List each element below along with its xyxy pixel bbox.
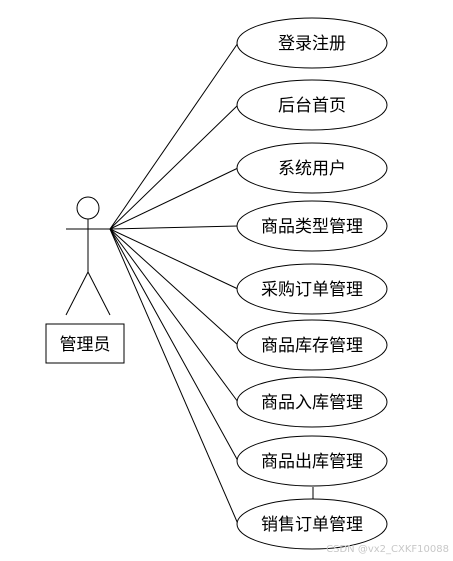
use-case: 商品入库管理 [236,376,388,428]
association-line [109,225,239,230]
use-case-label: 系统用户 [278,159,346,179]
use-case-label: 商品入库管理 [261,393,363,413]
use-case-ellipse [236,17,388,69]
use-case: 商品库存管理 [236,319,388,371]
use-case: 采购订单管理 [236,263,388,315]
use-case-ellipse [236,376,388,428]
association-line [109,167,239,230]
association-line [109,228,239,462]
use-case-ellipse [236,435,388,487]
actor-right-leg [87,271,111,316]
association-line [109,104,239,230]
use-case-label: 后台首页 [278,96,346,116]
use-case-ellipse [236,498,388,550]
use-case-ellipse [236,319,388,371]
association-line [109,42,239,230]
association-line [109,228,239,290]
use-case: 系统用户 [236,142,388,194]
use-case: 商品出库管理 [236,435,388,487]
use-case-ellipse [236,200,388,252]
actor-label-box [45,323,125,364]
use-case-label: 采购订单管理 [261,280,363,300]
use-case-ellipse [236,263,388,315]
use-case-label: 商品类型管理 [261,217,363,237]
actor-label: 管理员 [60,335,111,355]
use-case: 后台首页 [236,79,388,131]
use-case-ellipse [236,142,388,194]
use-case-group: 登录注册后台首页系统用户商品类型管理采购订单管理商品库存管理商品入库管理商品出库… [236,17,388,550]
use-case-label: 登录注册 [278,34,346,54]
association-line [109,228,239,403]
actor-head [76,196,100,220]
association-line [109,228,239,346]
watermark: CSDN @vx2_CXKF10088 [326,544,449,555]
use-case: 登录注册 [236,17,388,69]
use-case-label: 商品出库管理 [261,452,363,472]
actor-left-leg [65,271,89,316]
association-line [109,228,239,525]
use-case-ellipse [236,79,388,131]
actor-figure [65,196,111,316]
use-case-label: 销售订单管理 [261,515,363,535]
use-case: 商品类型管理 [236,200,388,252]
use-case-label: 商品库存管理 [261,336,363,356]
use-case: 销售订单管理 [236,498,388,550]
association-lines [109,42,239,525]
